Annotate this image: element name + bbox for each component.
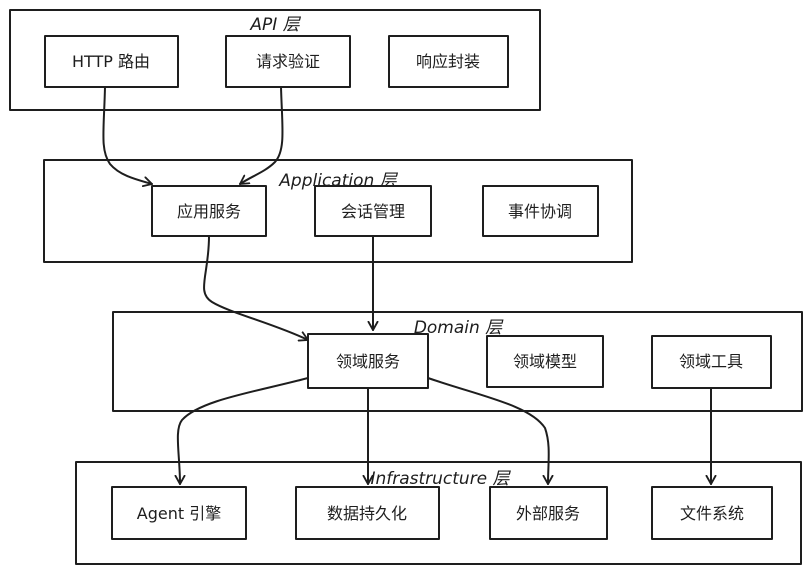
arrow-http-to-app-service [102, 86, 153, 188]
node-request-validation: 请求验证 [225, 35, 351, 88]
svg-text:文件系统: 文件系统 [680, 504, 744, 523]
infrastructure-layer-frame [75, 461, 802, 565]
infrastructure-layer: Infrastructure 层 [75, 461, 802, 565]
node-app-service: 应用服务 [151, 185, 267, 237]
arrows [102, 86, 717, 485]
svg-text:领域服务: 领域服务 [336, 352, 400, 371]
svg-text:响应封装: 响应封装 [416, 52, 480, 71]
arrow-app-service-to-domain-service [203, 235, 309, 342]
arrow-validation-to-app-service [239, 86, 284, 185]
node-file-system: 文件系统 [651, 486, 773, 540]
svg-text:数据持久化: 数据持久化 [327, 504, 407, 523]
node-http-routing: HTTP 路由 [44, 35, 179, 88]
node-domain-model: 领域模型 [486, 335, 604, 388]
node-event-coordination: 事件协调 [482, 185, 599, 237]
svg-text:请求验证: 请求验证 [256, 52, 320, 71]
domain-layer-frame [112, 311, 803, 412]
svg-text:领域工具: 领域工具 [679, 352, 743, 371]
application-layer-frame [43, 159, 633, 263]
api-layer: API 层 [9, 9, 541, 111]
arrow-domain-service-to-external [427, 377, 554, 485]
svg-text:事件协调: 事件协调 [508, 202, 572, 221]
infrastructure-layer-title: Infrastructure 层 [370, 469, 511, 489]
node-data-persistence: 数据持久化 [295, 486, 440, 540]
domain-layer: Domain 层 [112, 311, 803, 412]
node-domain-tools: 领域工具 [651, 335, 772, 389]
svg-text:HTTP 路由: HTTP 路由 [72, 52, 150, 71]
node-external-service: 外部服务 [489, 486, 608, 540]
svg-text:Agent 引擎: Agent 引擎 [137, 504, 221, 523]
svg-text:会话管理: 会话管理 [341, 202, 405, 221]
node-response-wrapping: 响应封装 [388, 35, 509, 88]
arrow-domain-service-to-agent [174, 377, 309, 485]
svg-text:应用服务: 应用服务 [177, 202, 241, 221]
node-session-mgmt: 会话管理 [314, 185, 432, 237]
api-layer-title: API 层 [249, 15, 301, 35]
node-agent-engine: Agent 引擎 [111, 486, 247, 540]
domain-layer-title: Domain 层 [414, 318, 504, 338]
api-layer-frame [9, 9, 541, 111]
node-domain-service: 领域服务 [307, 333, 429, 389]
svg-text:外部服务: 外部服务 [516, 504, 580, 523]
svg-text:领域模型: 领域模型 [513, 352, 577, 371]
